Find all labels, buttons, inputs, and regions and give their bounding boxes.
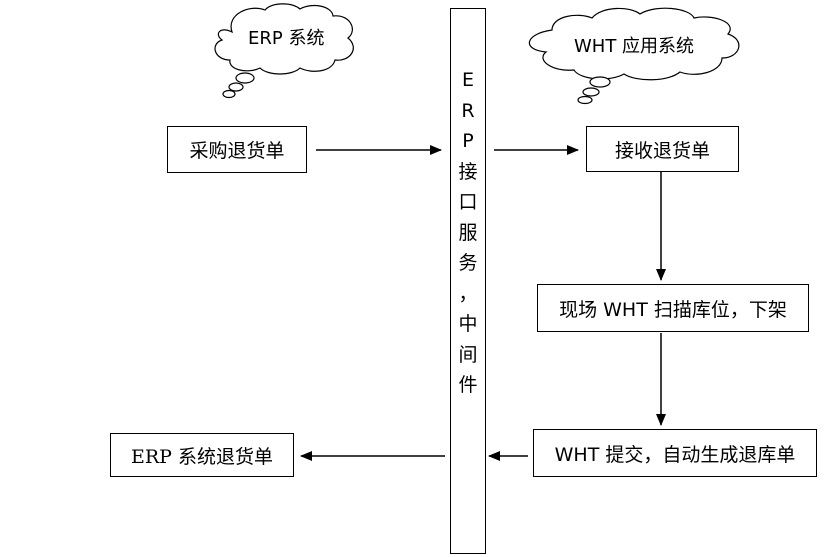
middleware-char: 接	[458, 160, 478, 183]
wht-system-cloud	[528, 7, 740, 105]
submit-generate-box: WHT 提交，自动生成退库单	[533, 429, 817, 477]
erp-system-cloud	[214, 3, 354, 99]
middleware-char: 务	[458, 252, 478, 274]
erp-system-label: ERP 系统	[248, 28, 325, 49]
scan-unshelve-box: 现场 WHT 扫描库位，下架	[537, 284, 809, 332]
middleware-char: 服	[458, 221, 478, 244]
middleware-char: R	[461, 99, 475, 122]
wht-system-label: WHT 应用系统	[574, 36, 695, 57]
middleware-char: 口	[458, 191, 478, 213]
middleware-char: 件	[458, 374, 478, 396]
receive-return-box: 接收退货单	[586, 126, 739, 172]
middleware-char: 中	[458, 313, 478, 335]
middleware-char: ，	[458, 282, 478, 305]
middleware-char: E	[461, 69, 474, 91]
middleware-char: P	[462, 130, 474, 152]
erp-interface-middleware: E R P 接 口 服 务 ， 中 间 件	[450, 8, 486, 554]
erp-return-box: ERP 系统退货单	[110, 433, 294, 477]
middleware-char: 间	[458, 343, 478, 366]
purchase-return-box: 采购退货单	[167, 126, 307, 173]
